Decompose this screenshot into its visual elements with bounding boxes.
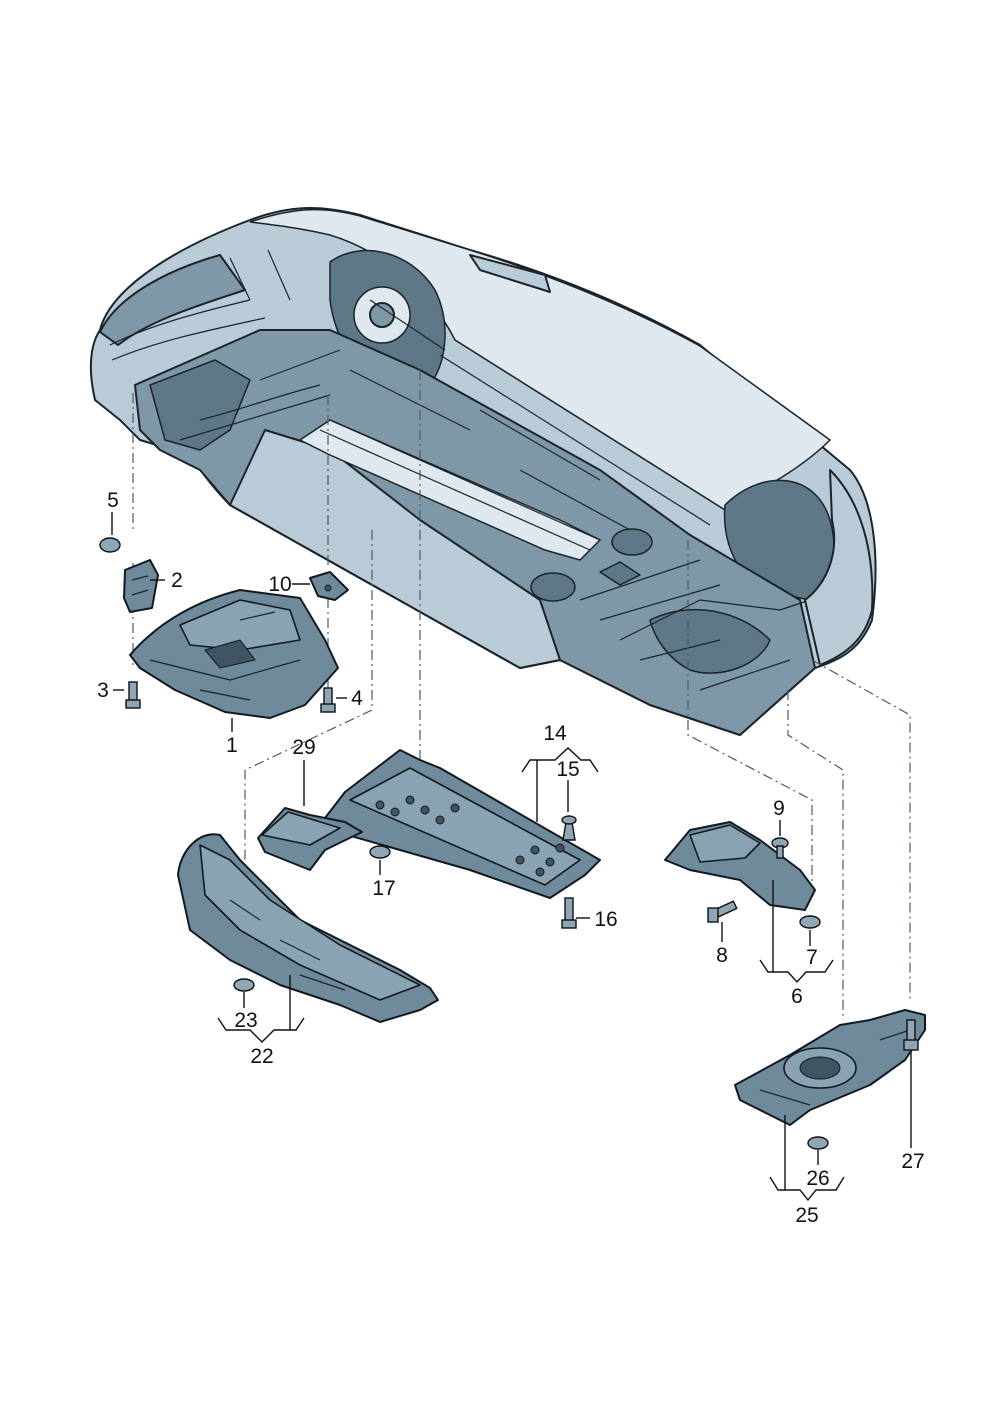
bolt-3 bbox=[125, 681, 141, 709]
screw-16 bbox=[561, 897, 577, 929]
clip-5 bbox=[99, 537, 121, 553]
callout-5: 5 bbox=[107, 489, 119, 512]
callout-6: 6 bbox=[791, 985, 803, 1008]
callout-10: 10 bbox=[268, 573, 291, 596]
group-brackets bbox=[217, 747, 845, 1202]
callout-22: 22 bbox=[250, 1045, 273, 1068]
callout-25: 25 bbox=[795, 1204, 818, 1227]
vehicle-underbody bbox=[89, 207, 877, 736]
nut-17 bbox=[369, 845, 391, 859]
alignment-lines bbox=[132, 370, 911, 1020]
part-rear-shield-6 bbox=[664, 821, 816, 911]
part-engine-undertray bbox=[129, 589, 339, 719]
callout-9: 9 bbox=[773, 797, 785, 820]
part-side-panel-22 bbox=[177, 833, 439, 1023]
bolt-27 bbox=[903, 1019, 919, 1051]
panel-holes bbox=[375, 795, 565, 877]
clip-15 bbox=[561, 815, 577, 841]
nut-26 bbox=[807, 1136, 829, 1150]
nut-23 bbox=[233, 978, 255, 992]
clip-9 bbox=[771, 837, 789, 859]
bolt-8 bbox=[707, 900, 738, 923]
callout-3: 3 bbox=[97, 679, 109, 702]
leader-lines bbox=[111, 512, 912, 1165]
callout-14: 14 bbox=[543, 722, 567, 745]
nut-7 bbox=[799, 915, 821, 929]
part-bracket-2 bbox=[123, 559, 159, 613]
callout-16: 16 bbox=[594, 908, 617, 931]
part-center-floor-panel bbox=[324, 749, 601, 899]
bolt-4 bbox=[320, 687, 336, 713]
callout-23: 23 bbox=[234, 1009, 257, 1032]
callout-2: 2 bbox=[171, 569, 183, 592]
callout-27: 27 bbox=[901, 1150, 924, 1173]
callout-17: 17 bbox=[372, 877, 395, 900]
callout-1: 1 bbox=[226, 734, 238, 757]
part-heat-shield-29 bbox=[257, 807, 363, 871]
callout-labels: 1 2 3 4 5 6 7 8 9 10 14 15 16 17 22 23 2… bbox=[97, 489, 925, 1227]
callout-7: 7 bbox=[806, 946, 818, 969]
callout-4: 4 bbox=[351, 687, 363, 710]
callout-15: 15 bbox=[556, 758, 579, 781]
callout-29: 29 bbox=[292, 736, 315, 759]
part-rear-floor-panel-25 bbox=[734, 1009, 926, 1126]
fasteners bbox=[99, 537, 919, 1150]
callout-8: 8 bbox=[716, 944, 728, 967]
callout-26: 26 bbox=[806, 1167, 829, 1190]
part-bracket-10 bbox=[309, 571, 349, 601]
